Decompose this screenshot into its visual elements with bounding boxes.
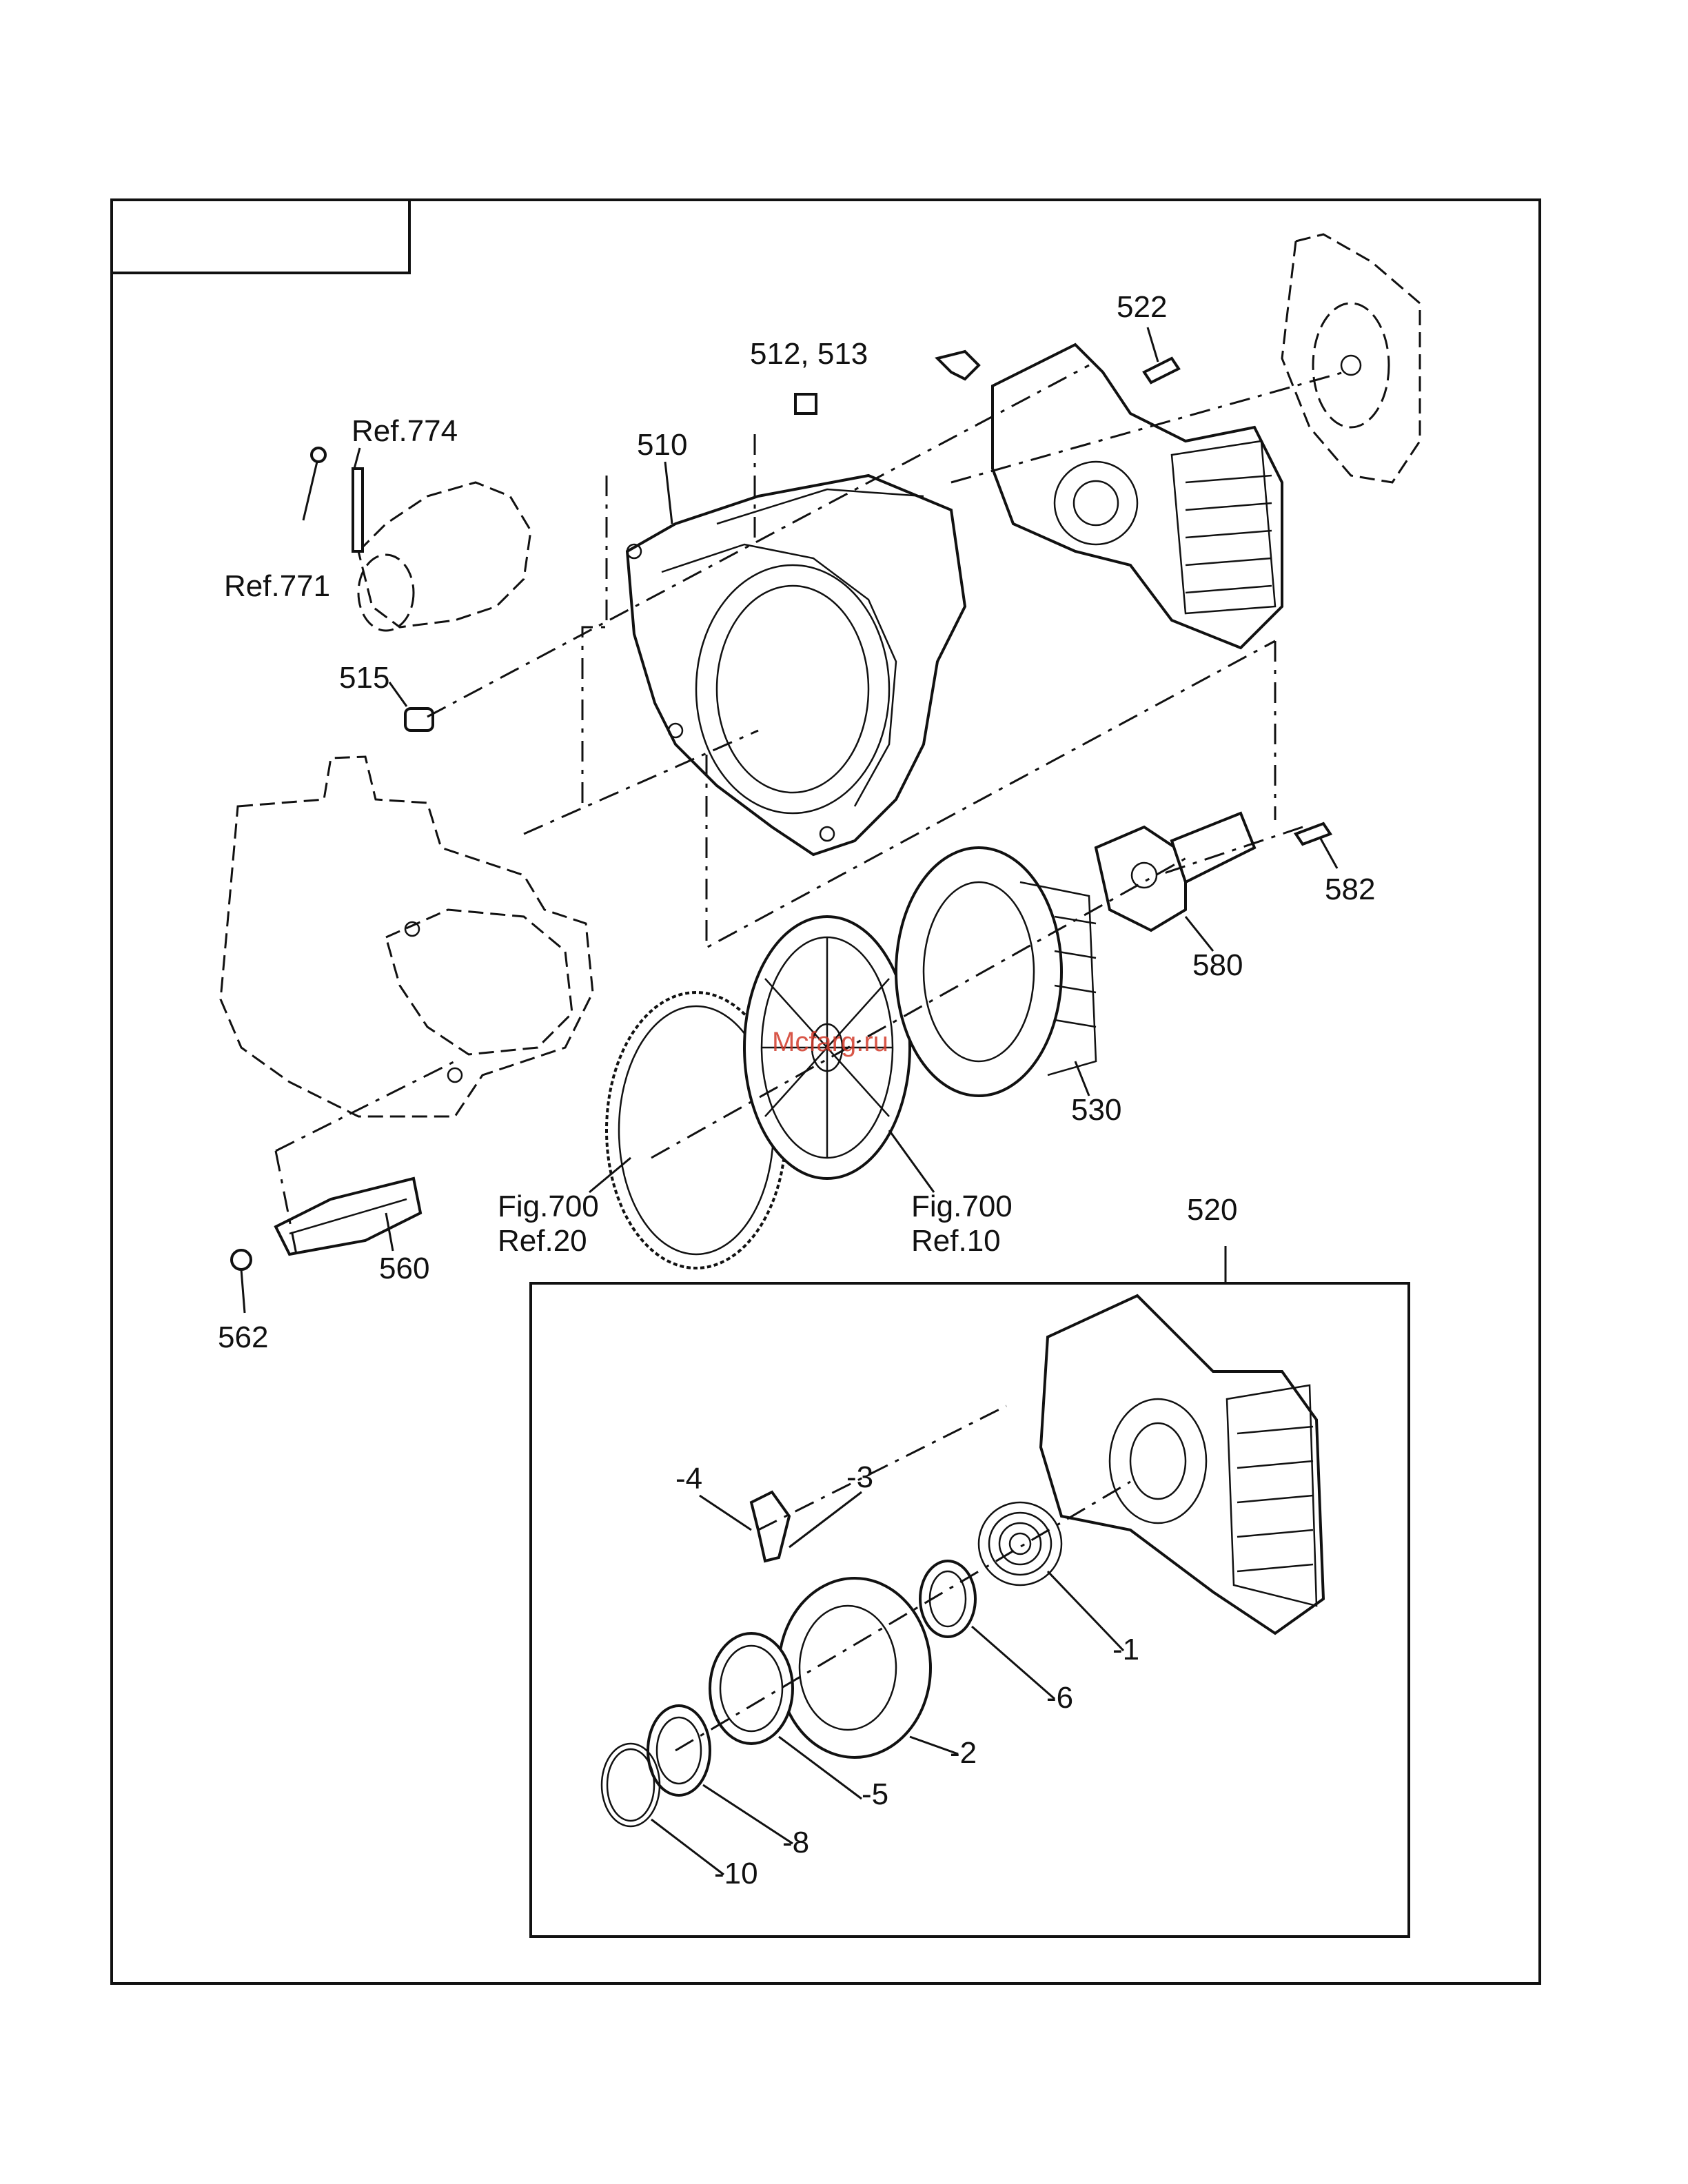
fan-housing-510 xyxy=(627,476,965,855)
label-520: 520 xyxy=(1187,1193,1237,1227)
label-ref774: Ref.774 xyxy=(352,414,458,448)
label-sub6: -6 xyxy=(1046,1681,1073,1715)
label-sub10: -10 xyxy=(714,1857,758,1890)
label-515: 515 xyxy=(339,661,389,695)
label-562: 562 xyxy=(218,1320,268,1354)
label-ref20: Ref.20 xyxy=(498,1224,587,1258)
title-box xyxy=(112,200,409,273)
label-ref771: Ref.771 xyxy=(224,569,330,603)
starter-motor-ghost xyxy=(312,448,531,631)
label-582: 582 xyxy=(1325,872,1375,906)
label-sub4: -4 xyxy=(675,1462,702,1496)
label-ref10: Ref.10 xyxy=(911,1224,1001,1258)
cooling-fan-530 xyxy=(896,848,1096,1096)
label-580: 580 xyxy=(1192,948,1243,982)
label-560: 560 xyxy=(379,1252,429,1285)
watermark: Mcfarg.ru xyxy=(772,1027,888,1057)
pulley-580 xyxy=(1096,813,1254,930)
label-fig700-a: Fig.700 xyxy=(498,1190,599,1223)
label-510: 510 xyxy=(637,428,687,462)
recoil-starter-housing xyxy=(937,345,1282,648)
label-522: 522 xyxy=(1117,290,1167,324)
label-sub8: -8 xyxy=(782,1826,809,1859)
label-fig700-b: Fig.700 xyxy=(911,1190,1013,1223)
label-sub1: -1 xyxy=(1112,1633,1139,1666)
label-530: 530 xyxy=(1071,1093,1121,1127)
label-512-513: 512, 513 xyxy=(750,337,868,371)
label-sub3: -3 xyxy=(846,1460,873,1494)
bracket-560 xyxy=(276,1178,420,1254)
crankcase-ghost xyxy=(1282,234,1420,482)
engine-block-ghost xyxy=(221,757,593,1116)
label-sub2: -2 xyxy=(950,1736,977,1770)
label-sub5: -5 xyxy=(862,1777,888,1811)
